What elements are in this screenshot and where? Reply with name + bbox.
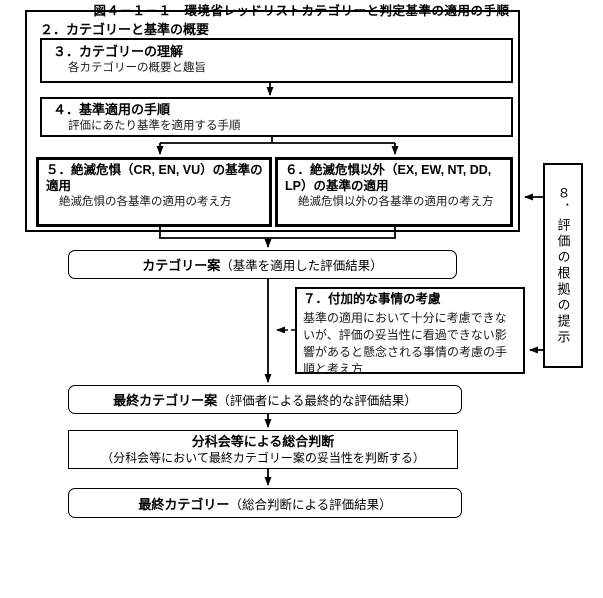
box-draft-category: カテゴリー案（基準を適用した評価結果）: [68, 250, 457, 279]
final-draft-label: 最終カテゴリー案: [113, 393, 218, 408]
box-additional-body: 基準の適用において十分に考慮できないが、評価の妥当性に看過できない影響があると懸…: [303, 310, 508, 376]
box-overview-title: ２．カテゴリーと基準の概要: [40, 22, 210, 37]
box-threatened-criteria: ５．絶滅危惧（CR, EN, VU）の基準の適用 絶滅危惧の各基準の適用の考え方: [36, 157, 272, 227]
draft-category-label: カテゴリー案: [142, 258, 221, 273]
draft-category-note: （基準を適用した評価結果）: [220, 259, 383, 273]
box-understanding-title: ３．カテゴリーの理解: [53, 44, 184, 59]
box-non-threatened-subtitle: 絶滅危惧以外の各基準の適用の考え方: [298, 196, 494, 209]
box-threatened-title: ５．絶滅危惧（CR, EN, VU）の基準の適用: [46, 163, 263, 193]
box-category-criteria-overview: ２．カテゴリーと基準の概要: [25, 10, 520, 232]
box-non-threatened-title: ６．絶滅危惧以外（EX, EW, NT, DD, LP）の基準の適用: [285, 163, 492, 193]
box-evidence-title: ８．評価の根拠の提示: [555, 185, 571, 346]
box-procedure-title: ４．基準適用の手順: [53, 102, 171, 117]
final-category-note: （総合判断による評価結果）: [229, 497, 392, 512]
box-threatened-subtitle: 絶滅危惧の各基準の適用の考え方: [59, 196, 232, 209]
subcommittee-note: （分科会等において最終カテゴリー案の妥当性を判断する）: [101, 451, 425, 466]
box-category-understanding: ３．カテゴリーの理解 各カテゴリーの概要と趣旨: [40, 38, 513, 83]
box-procedure-subtitle: 評価にあたり基準を適用する手順: [68, 120, 241, 133]
subcommittee-label: 分科会等による総合判断: [191, 433, 335, 449]
box-non-threatened-criteria: ６．絶滅危惧以外（EX, EW, NT, DD, LP）の基準の適用 絶滅危惧以…: [275, 157, 513, 227]
box-subcommittee-judgment: 分科会等による総合判断 （分科会等において最終カテゴリー案の妥当性を判断する）: [68, 430, 458, 469]
final-draft-note: （評価者による最終的な評価結果）: [217, 394, 417, 408]
box-final-draft-category: 最終カテゴリー案（評価者による最終的な評価結果）: [68, 385, 462, 414]
box-additional-considerations: ７．付加的な事情の考慮 基準の適用において十分に考慮できないが、評価の妥当性に看…: [295, 287, 525, 376]
box-final-category: 最終カテゴリー（総合判断による評価結果）: [68, 488, 462, 518]
box-evaluation-evidence: ８．評価の根拠の提示: [543, 163, 583, 368]
box-additional-title: ７．付加的な事情の考慮: [303, 292, 441, 306]
final-category-label: 最終カテゴリー: [138, 496, 230, 512]
box-criteria-procedure: ４．基準適用の手順 評価にあたり基準を適用する手順: [40, 97, 513, 137]
box-understanding-subtitle: 各カテゴリーの概要と趣旨: [68, 62, 206, 75]
figure-caption: 図４－１－１ 環境省レッドリストカテゴリーと判定基準の適用の手順: [93, 4, 510, 18]
